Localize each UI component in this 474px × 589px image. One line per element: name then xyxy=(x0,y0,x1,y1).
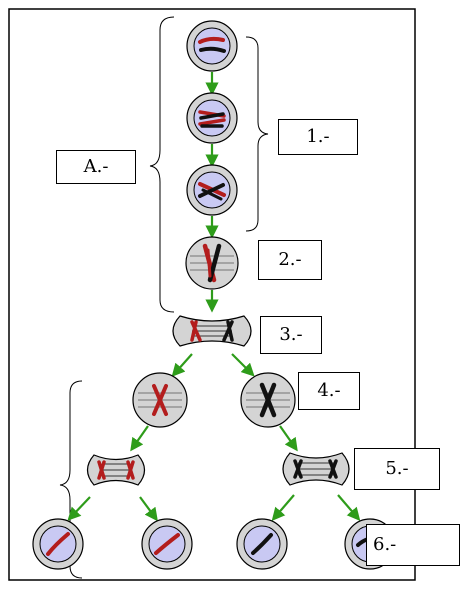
brace-a xyxy=(149,16,175,313)
cell-2 xyxy=(186,92,238,144)
label-3: 3.- xyxy=(260,316,322,354)
label-6: 6.- xyxy=(366,524,460,566)
arrow-rr xyxy=(337,494,361,522)
cell-7 xyxy=(240,372,296,428)
cell-1 xyxy=(186,20,238,72)
arrow-left-down xyxy=(130,425,149,452)
cell-4 xyxy=(185,236,239,290)
cell-9 xyxy=(282,452,350,486)
cell-5 xyxy=(172,315,252,347)
label-2: 2.- xyxy=(258,240,322,280)
daughter-cell-3 xyxy=(236,518,288,570)
arrow-rl xyxy=(271,494,295,522)
label-5: 5.- xyxy=(354,448,440,490)
arrow-right-down xyxy=(279,425,298,452)
diagram-frame xyxy=(8,8,416,581)
arrow-5-right xyxy=(231,353,255,377)
arrow-ll xyxy=(67,496,91,521)
arrow-lr xyxy=(139,496,158,522)
cell-6 xyxy=(132,372,188,428)
brace-one xyxy=(245,36,269,232)
cell-3 xyxy=(186,164,238,216)
daughter-cell-1 xyxy=(32,518,84,570)
daughter-cell-2 xyxy=(141,518,193,570)
brace-bottom-left xyxy=(59,380,83,579)
label-4: 4.- xyxy=(298,372,360,410)
cell-8 xyxy=(86,454,146,486)
arrows xyxy=(67,72,361,522)
label-1: 1.- xyxy=(278,119,358,155)
arrow-5-left xyxy=(171,353,193,377)
label-a: A.- xyxy=(56,150,136,184)
